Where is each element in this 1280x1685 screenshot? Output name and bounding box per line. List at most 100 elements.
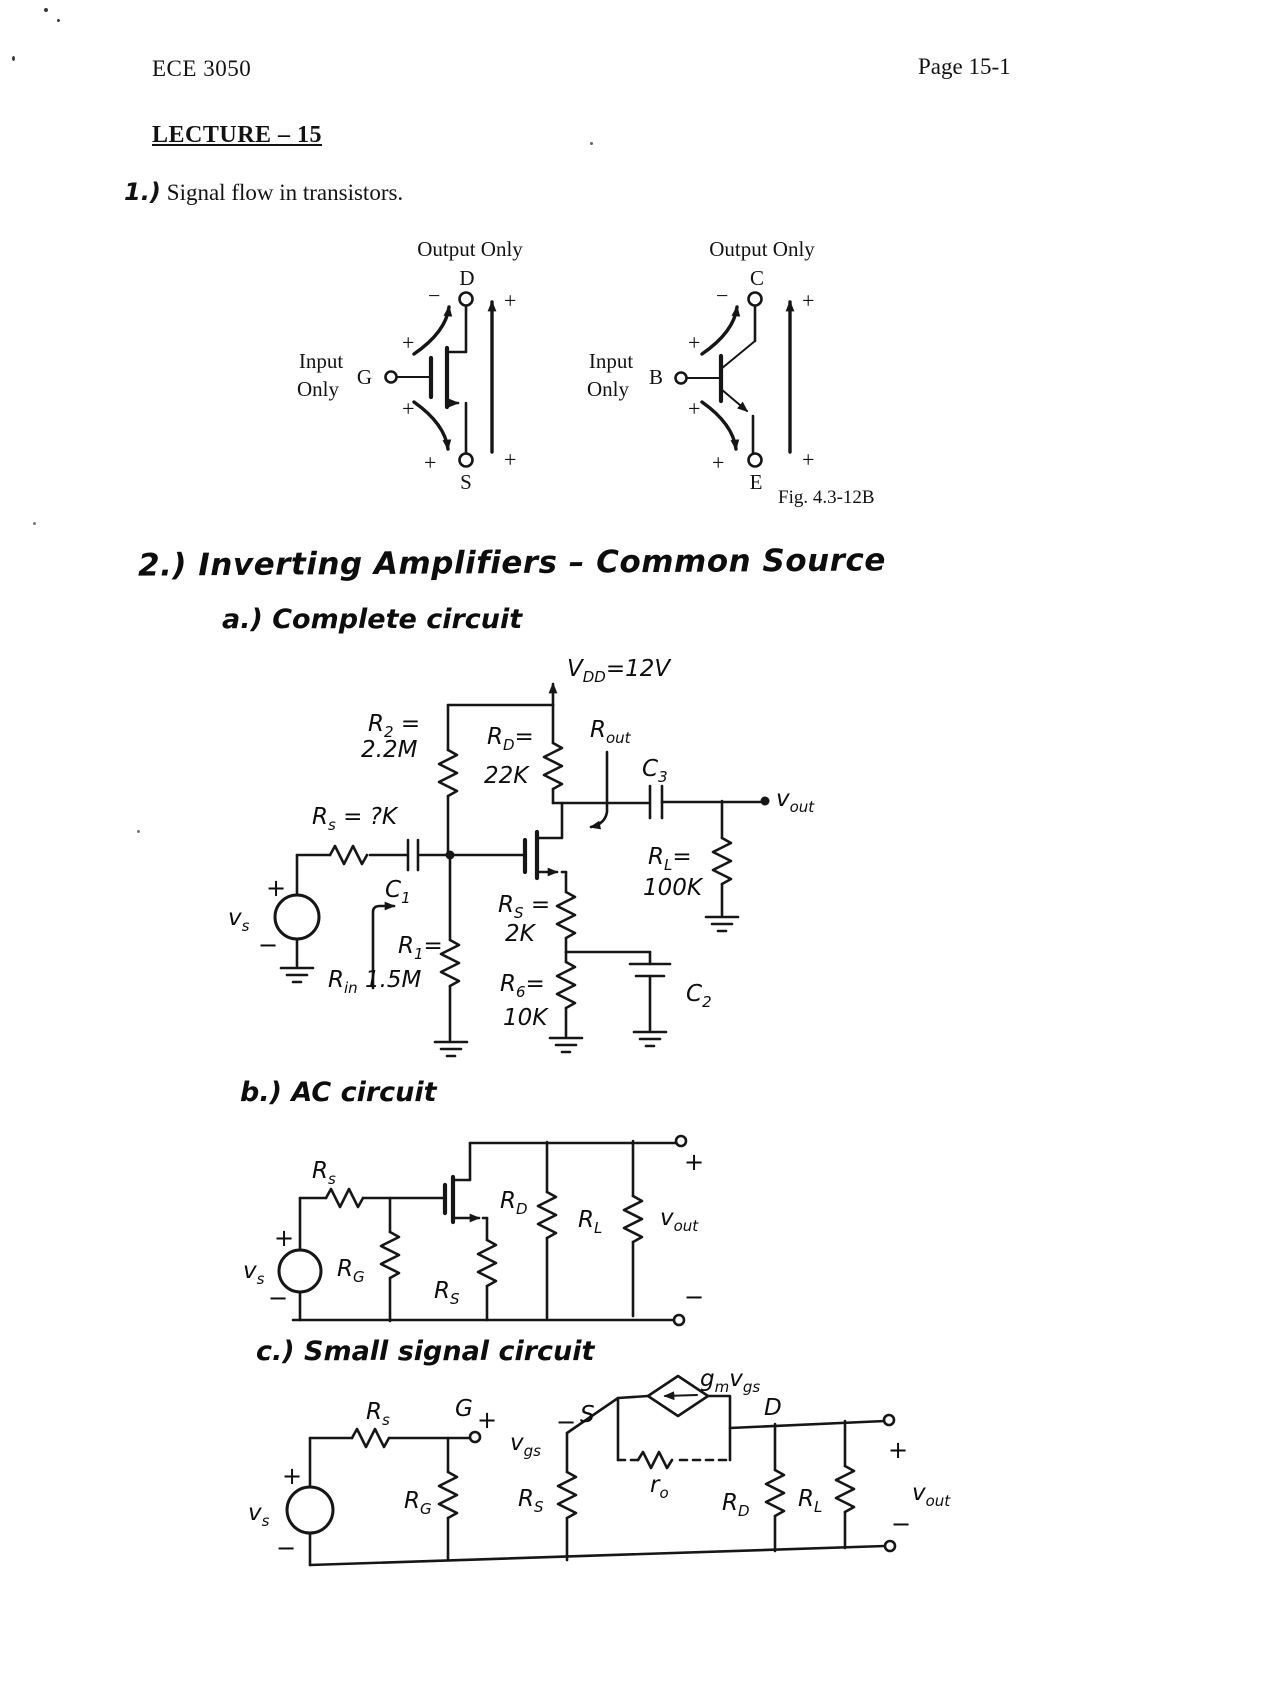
scan-speck <box>12 56 15 61</box>
label-rl-value: 100K <box>643 875 704 901</box>
capacitor-c1 <box>406 838 420 872</box>
scan-speck <box>57 19 60 22</box>
section-2-number: 2.) <box>137 547 188 584</box>
mosfet-input-label-2: Only <box>297 377 340 401</box>
resistor-rd <box>542 741 564 791</box>
label-c2: C2 <box>686 981 712 1011</box>
rout-indicator-arrow <box>589 750 609 830</box>
resistor-rd <box>536 1190 558 1240</box>
resistor-rg <box>379 1230 401 1280</box>
minus-sign: − <box>684 1283 704 1311</box>
label-vout: vout <box>776 786 815 816</box>
bjt-input-label-2: Only <box>587 377 630 401</box>
ground-symbol <box>704 915 740 933</box>
ground-symbol <box>433 1040 469 1058</box>
bjt-base-label: B <box>649 365 663 389</box>
ground-symbol <box>548 1036 584 1054</box>
course-code: ECE 3050 <box>152 56 252 81</box>
plus-sign: + <box>424 450 436 475</box>
label-rg: RG <box>337 1256 365 1286</box>
output-terminal-plus <box>882 1413 896 1427</box>
minus-sign: − <box>556 1408 576 1436</box>
plus-sign: + <box>802 288 814 313</box>
plus-sign: + <box>712 450 724 475</box>
base-to-collector-signal-arrow <box>700 305 741 356</box>
vs-source <box>273 893 321 941</box>
gate-to-drain-signal-arrow <box>412 305 453 356</box>
lecture-title: LECTURE – 15 <box>152 122 323 148</box>
plus-sign: + <box>504 447 516 472</box>
item-1-number: 1.) <box>124 178 161 206</box>
label-rd: RD <box>722 1490 750 1520</box>
small-signal-circuit-schematic: Rs RG G + vgs − S RS gmvgs D ro RD RL vs… <box>248 1366 951 1567</box>
label-vout: vout <box>912 1480 951 1510</box>
plus-sign: + <box>402 396 414 421</box>
label-vdd: VDD=12V <box>567 656 672 686</box>
label-vs: vs <box>248 1500 270 1530</box>
plus-sign: + <box>688 396 700 421</box>
figure-caption: Fig. 4.3-12B <box>778 487 875 508</box>
wires <box>295 682 763 1042</box>
label-r6-value: 10K <box>503 1005 549 1031</box>
ground-symbol <box>279 966 315 984</box>
minus-sign: − <box>258 931 278 959</box>
label-vs: vs <box>228 905 250 935</box>
section-2-heading: 2.) Inverting Amplifiers – Common Source <box>138 542 886 583</box>
plus-sign: + <box>688 330 700 355</box>
label-drain-node: D <box>764 1395 782 1421</box>
subsection-b-heading: b.) AC circuit <box>240 1077 437 1108</box>
label-rs-source: RS = <box>498 892 550 922</box>
capacitor-c2 <box>628 962 672 978</box>
plus-sign: + <box>504 288 516 313</box>
gate-terminal <box>384 370 398 384</box>
mosfet-output-only-label: Output Only <box>417 237 523 261</box>
scan-speck <box>44 8 48 12</box>
label-rl: RL <box>798 1486 822 1516</box>
scan-speck <box>590 142 593 145</box>
label-r6: R6= <box>500 971 545 1001</box>
item-1: 1.)Signal flow in transistors. <box>124 178 403 206</box>
minus-sign: − <box>716 283 728 308</box>
capacitor-c3 <box>648 784 664 820</box>
rin-indicator-arrow <box>371 901 396 990</box>
resistor-r2 <box>437 748 459 798</box>
resistor-rs-source <box>555 890 577 940</box>
ac-circuit-schematic: Rs RG RS RD RL vs vout + − + − <box>243 1134 704 1327</box>
resistor-rs-source <box>476 1238 498 1288</box>
label-rs: Rs <box>366 1399 390 1429</box>
resistor-rl <box>834 1464 856 1514</box>
label-c3: C3 <box>642 756 668 786</box>
resistor-rl <box>622 1194 644 1244</box>
resistor-rl <box>711 836 733 886</box>
plus-sign: + <box>888 1436 908 1464</box>
label-vs: vs <box>243 1258 265 1288</box>
complete-circuit-schematic: VDD=12V Rout R2 = 2.2M RD= 22K Rs = ?K C… <box>228 656 815 1058</box>
bjt-symbol <box>686 304 757 455</box>
label-rout: Rout <box>590 717 632 747</box>
subsection-c-heading: c.) Small signal circuit <box>256 1336 595 1367</box>
ground-symbol <box>632 1030 668 1048</box>
emitter-terminal <box>747 452 763 468</box>
label-rl: RL <box>578 1207 602 1237</box>
vs-source <box>277 1248 323 1294</box>
subsection-a-heading: a.) Complete circuit <box>222 604 523 635</box>
label-gm-vgs: gmvgs <box>700 1366 760 1396</box>
label-gate-node: G <box>455 1396 473 1422</box>
base-to-emitter-signal-arrow <box>700 400 740 451</box>
minus-sign: − <box>891 1510 911 1538</box>
resistor-rd <box>764 1468 786 1518</box>
label-ro: ro <box>650 1472 669 1502</box>
transistor-signal-flow-figure: Output Only D Input Only G S + + + + <box>297 237 815 494</box>
resistor-rs <box>324 1187 365 1209</box>
plus-sign: + <box>802 447 814 472</box>
collector-terminal <box>747 291 763 307</box>
plus-sign: + <box>402 330 414 355</box>
page-number: Page 15-1 <box>918 54 1011 79</box>
mosfet-diagram: Output Only D Input Only G S + + + + <box>297 237 523 494</box>
output-terminal-minus <box>883 1539 897 1553</box>
minus-sign: − <box>428 283 440 308</box>
label-rl: RL= <box>648 844 692 874</box>
item-1-text: Signal flow in transistors. <box>166 180 404 205</box>
mosfet-symbol <box>396 304 468 455</box>
